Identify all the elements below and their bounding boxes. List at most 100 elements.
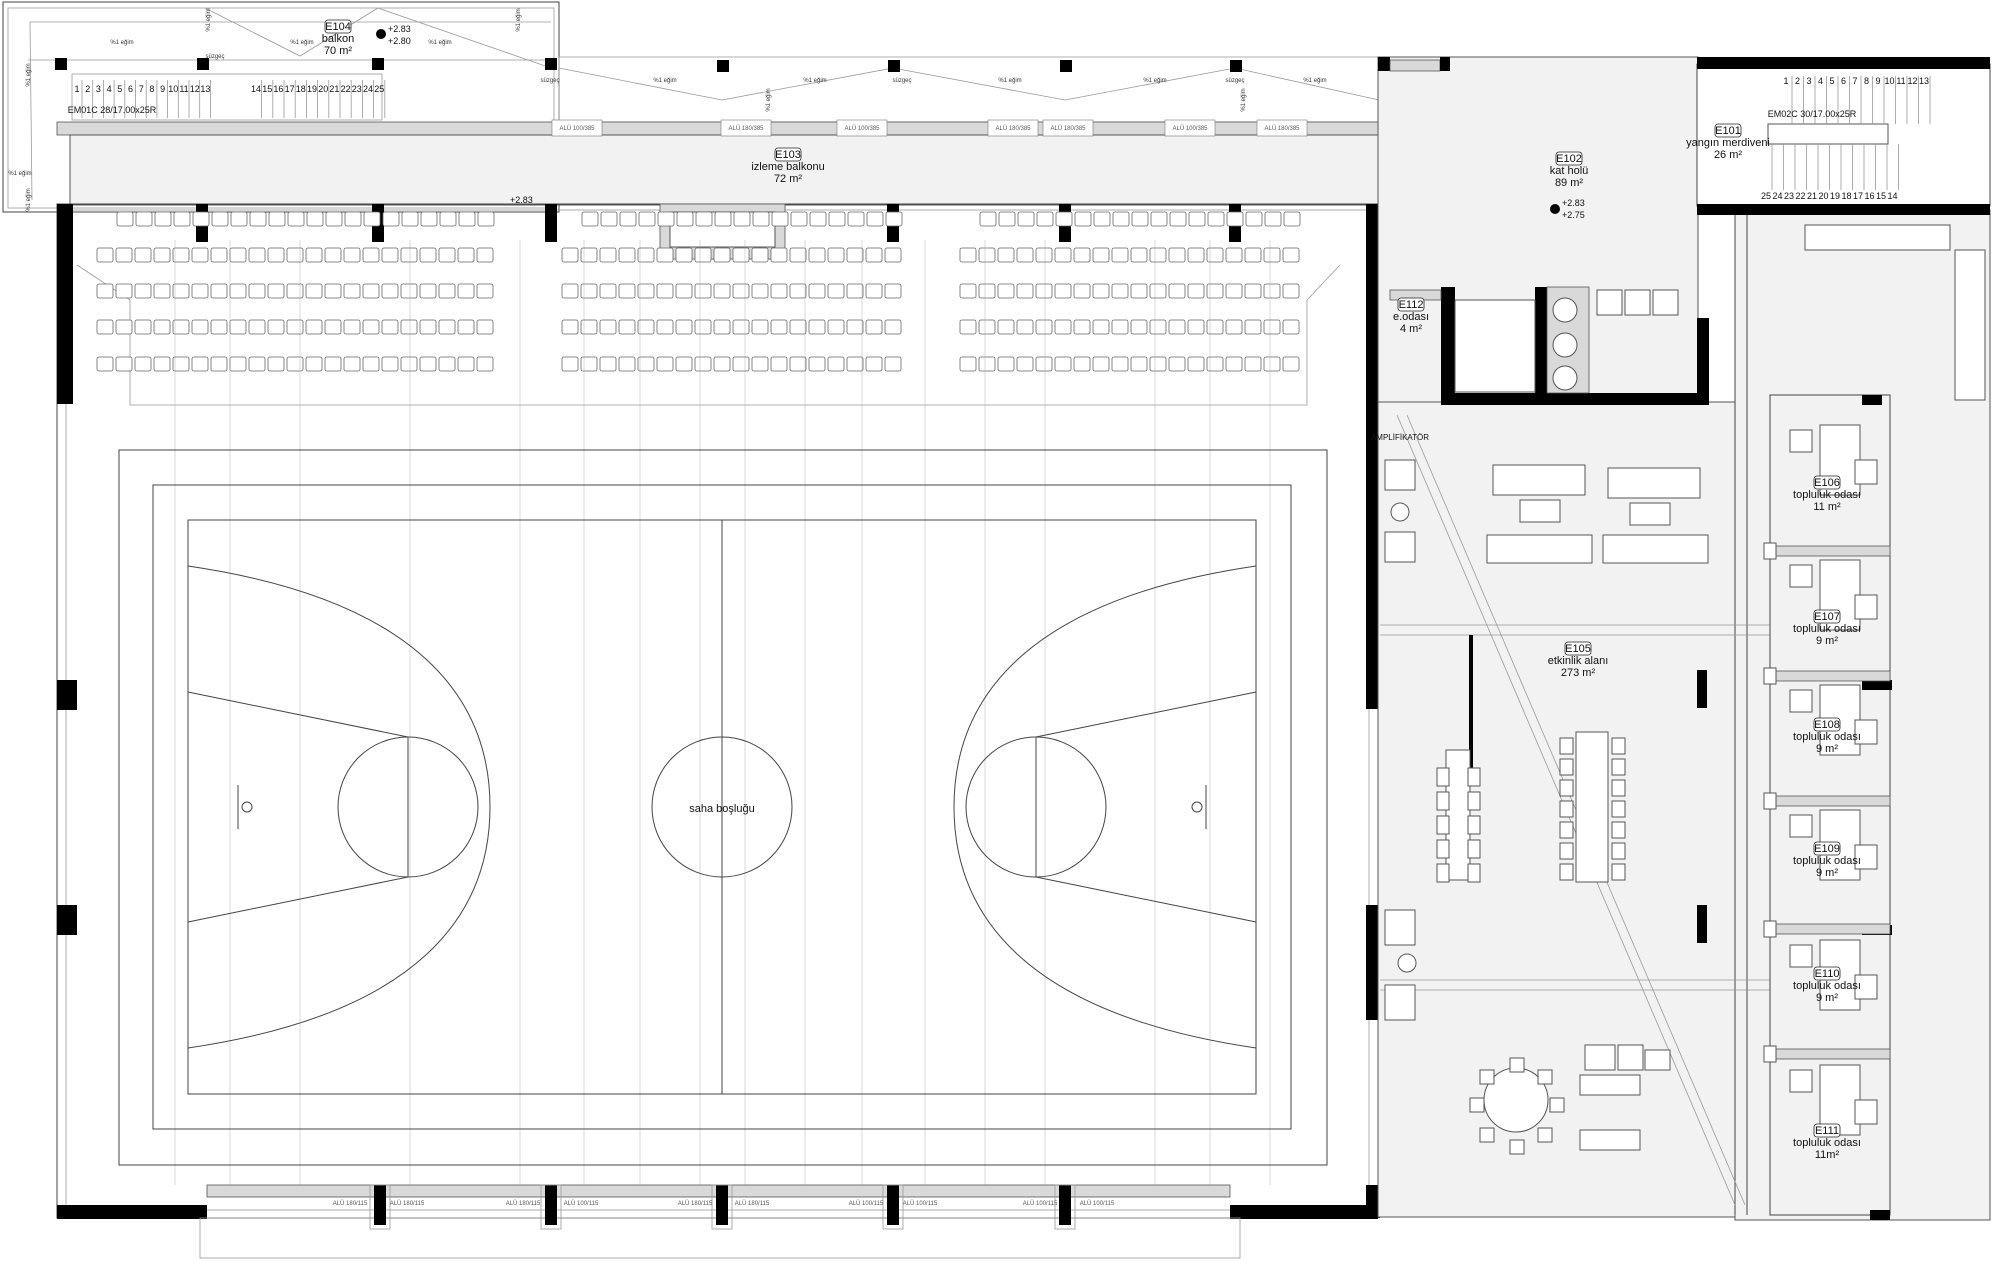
seat [1245, 211, 1263, 227]
seat [419, 247, 437, 263]
stair-step-number: 19 [307, 84, 317, 94]
stair-code: EM01C 28/17.00x25R [68, 105, 157, 115]
room-divider [1769, 545, 1891, 557]
window-label: ALÜ 100/115 [1023, 1200, 1058, 1207]
stair-step-number: 6 [128, 84, 133, 94]
stair-step-number: 10 [168, 84, 178, 94]
seat [580, 356, 598, 372]
column [545, 1185, 557, 1225]
chair [1436, 815, 1450, 835]
stair-step-number: 13 [200, 84, 210, 94]
seat [695, 211, 713, 227]
seat [229, 319, 247, 335]
seat [191, 356, 209, 372]
room-code-box [1813, 717, 1841, 732]
stair-step-number: 22 [341, 84, 351, 94]
stair-step-number: 21 [1807, 191, 1817, 201]
seat [656, 283, 674, 299]
seat [96, 247, 114, 263]
chair [1479, 1127, 1495, 1143]
room-code: E112 [1399, 299, 1424, 311]
stair-step-number: 7 [1852, 76, 1857, 86]
seat [1244, 247, 1262, 263]
chair [1854, 459, 1878, 485]
seat [420, 211, 438, 227]
room-divider [1769, 670, 1891, 682]
seat [978, 319, 996, 335]
seat [770, 356, 788, 372]
columns-bottom [369, 1184, 1076, 1230]
seat [1169, 211, 1187, 227]
seat [382, 211, 400, 227]
seat [637, 356, 655, 372]
seat [343, 356, 361, 372]
seat [419, 356, 437, 372]
seat [1035, 356, 1053, 372]
drain-label: süzgeç [540, 78, 559, 84]
seat [713, 356, 731, 372]
seat [656, 247, 674, 263]
seat [714, 211, 732, 227]
seat [1111, 247, 1129, 263]
column-outline [1054, 1184, 1076, 1230]
chair [1854, 1099, 1878, 1125]
stair-step-number: 16 [273, 84, 283, 94]
room-area: 89 m² [1555, 177, 1583, 189]
chair [1537, 1069, 1553, 1085]
seat [476, 283, 494, 299]
stair-step-number: 2 [1795, 76, 1800, 86]
seat [210, 319, 228, 335]
chair [1549, 1097, 1565, 1113]
room-divider [1769, 1048, 1891, 1060]
seat [1035, 319, 1053, 335]
court-label: saha boşluğu [689, 803, 754, 815]
seat [561, 356, 579, 372]
seat [211, 211, 229, 227]
seat [324, 356, 342, 372]
seat [770, 319, 788, 335]
room-area: 9 m² [1816, 867, 1838, 879]
window-label: ALÜ 100/385 [1172, 125, 1208, 132]
seat [751, 356, 769, 372]
chair [1559, 863, 1574, 881]
stair-step-number: 14 [1887, 191, 1897, 201]
room-name: kat holü [1550, 165, 1589, 177]
seat [400, 283, 418, 299]
seat [580, 247, 598, 263]
seat [694, 283, 712, 299]
seat [1111, 356, 1129, 372]
seat [580, 283, 598, 299]
window [836, 119, 888, 137]
chair [1509, 1139, 1525, 1155]
stair-step-number: 22 [1795, 191, 1805, 201]
seat [286, 247, 304, 263]
chair [1854, 974, 1878, 1000]
seat [1282, 319, 1300, 335]
room-code-box [1555, 151, 1583, 166]
seat [676, 211, 694, 227]
seat [381, 356, 399, 372]
room-code: E111 [1815, 1125, 1839, 1137]
room-name: topluluk odası [1793, 1137, 1861, 1149]
room-name: yangın merdiveni [1686, 137, 1770, 149]
seat [153, 356, 171, 372]
stair-step-number: 25 [374, 84, 384, 94]
seat [324, 319, 342, 335]
seat [439, 211, 457, 227]
slope-label: %1 eğim [653, 78, 676, 84]
slope-label: %1 eğim [26, 63, 32, 86]
seat [230, 211, 248, 227]
seat [1016, 283, 1034, 299]
slope-label: %1 eğim [766, 88, 772, 111]
seat [191, 283, 209, 299]
seat [210, 247, 228, 263]
seat [1282, 247, 1300, 263]
slope-label: %1 eğim [428, 40, 451, 46]
seat [600, 211, 618, 227]
chair [1469, 1097, 1485, 1113]
room-area: 70 m² [324, 45, 352, 57]
room-code: E107 [1814, 611, 1840, 623]
chair [1436, 863, 1450, 883]
